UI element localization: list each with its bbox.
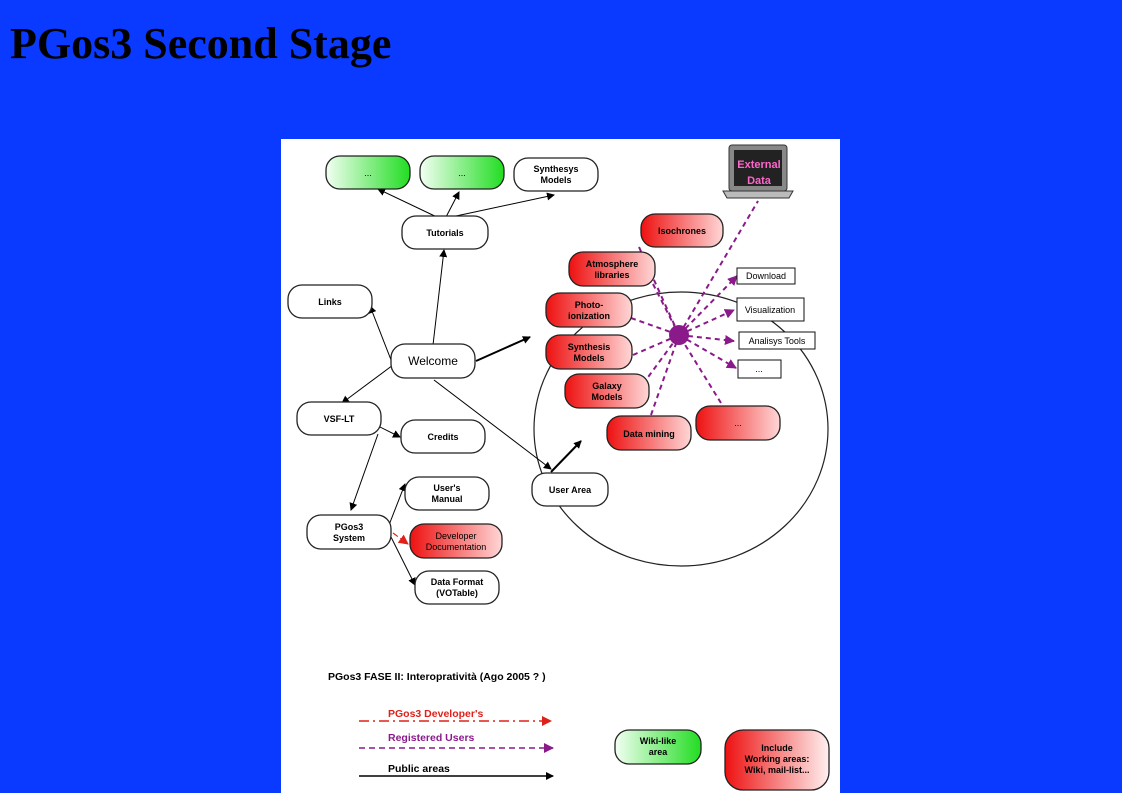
tutorials-node[interactable]: Tutorials	[401, 215, 489, 250]
legend-registered-label: Registered Users	[388, 732, 475, 744]
users-manual-line1: User's	[433, 483, 460, 493]
synthesys-models-line1: Synthesys	[533, 164, 578, 174]
credits-node[interactable]: Credits	[400, 419, 486, 454]
photo-line2: ionization	[568, 311, 610, 321]
legend-developers-label: PGos3 Developer's	[388, 708, 483, 720]
pgos3-system-line2: System	[333, 533, 365, 543]
welcome-node[interactable]: Welcome	[390, 343, 476, 379]
more-red-node[interactable]: ...	[695, 405, 781, 441]
links-node[interactable]: Links	[287, 284, 373, 319]
include-line2: Working areas:	[745, 754, 810, 764]
public-arrows	[341, 188, 582, 586]
user-area-label: User Area	[549, 485, 592, 495]
data-format-line1: Data Format	[431, 577, 484, 587]
photo-ionization-node[interactable]: Photo- ionization	[545, 292, 633, 328]
vsf-lt-node[interactable]: VSF-LT	[296, 401, 382, 436]
pgos3-system-line1: PGos3	[335, 522, 364, 532]
atmosphere-line2: libraries	[594, 270, 629, 280]
diagram-panel: External Data ... ... Synthesys Models T…	[281, 139, 840, 793]
external-data-line2: Data	[747, 175, 772, 187]
dev-doc-line1: Developer	[435, 531, 476, 541]
download-label: Download	[746, 271, 786, 281]
hub-center	[669, 325, 689, 345]
wiki-like-line2: area	[649, 747, 669, 757]
pgos3-diagram: External Data ... ... Synthesys Models T…	[287, 144, 830, 791]
tutorials-label: Tutorials	[426, 228, 463, 238]
legend-wiki-like: Wiki-like area	[614, 729, 702, 765]
data-format-line2: (VOTable)	[436, 588, 478, 598]
user-area-node[interactable]: User Area	[531, 472, 609, 507]
more-red-label: ...	[734, 418, 742, 428]
photo-line1: Photo-	[575, 300, 604, 310]
legend-public-label: Public areas	[388, 763, 450, 775]
synthesis-line2: Models	[573, 353, 604, 363]
download-box[interactable]: Download	[736, 267, 796, 285]
developer-arrow	[392, 532, 409, 545]
developer-documentation-node[interactable]: Developer Documentation	[409, 523, 503, 559]
legend-include: Include Working areas: Wiki, mail-list..…	[724, 729, 830, 791]
data-mining-label: Data mining	[623, 429, 675, 439]
registered-arrows	[630, 200, 759, 416]
analysis-tools-label: Analisys Tools	[749, 336, 806, 346]
atmosphere-libraries-node[interactable]: Atmosphere libraries	[568, 251, 656, 287]
data-format-node[interactable]: Data Format (VOTable)	[414, 570, 500, 605]
analysis-tools-box[interactable]: Analisys Tools	[738, 331, 816, 350]
users-manual-line2: Manual	[431, 494, 462, 504]
synthesis-models-node[interactable]: Synthesis Models	[545, 334, 633, 370]
page-title: PGos3 Second Stage	[10, 19, 392, 68]
dev-doc-line2: Documentation	[426, 542, 487, 552]
welcome-label: Welcome	[408, 354, 458, 368]
atmosphere-line1: Atmosphere	[586, 259, 639, 269]
wiki-node-2-label: ...	[458, 168, 466, 178]
wiki-like-line1: Wiki-like	[640, 736, 676, 746]
wiki-node-1[interactable]: ...	[325, 155, 411, 190]
galaxy-models-node[interactable]: Galaxy Models	[564, 373, 650, 409]
synthesys-models-line2: Models	[540, 175, 571, 185]
users-manual-node[interactable]: User's Manual	[404, 476, 490, 511]
pgos3-system-node[interactable]: PGos3 System	[306, 514, 392, 550]
data-mining-node[interactable]: Data mining	[606, 415, 692, 451]
vsf-lt-label: VSF-LT	[324, 414, 355, 424]
fase-title: PGos3 FASE II: Interopratività (Ago 2005…	[328, 671, 546, 683]
synthesys-models-node[interactable]: Synthesys Models	[513, 157, 599, 192]
galaxy-line2: Models	[591, 392, 622, 402]
galaxy-line1: Galaxy	[592, 381, 622, 391]
visualization-label: Visualization	[745, 305, 795, 315]
visualization-box[interactable]: Visualization	[736, 297, 805, 322]
wiki-node-1-label: ...	[364, 168, 372, 178]
isochrones-node[interactable]: Isochrones	[640, 213, 724, 248]
links-label: Links	[318, 297, 342, 307]
isochrones-label: Isochrones	[658, 226, 706, 236]
external-data-line1: External	[737, 159, 780, 171]
more-output-box[interactable]: ...	[737, 359, 782, 379]
credits-label: Credits	[427, 432, 458, 442]
wiki-node-2[interactable]: ...	[419, 155, 505, 190]
laptop-icon	[722, 144, 794, 199]
include-line3: Wiki, mail-list...	[745, 765, 810, 775]
more-output-label: ...	[755, 364, 763, 374]
synthesis-line1: Synthesis	[568, 342, 611, 352]
include-line1: Include	[761, 743, 793, 753]
